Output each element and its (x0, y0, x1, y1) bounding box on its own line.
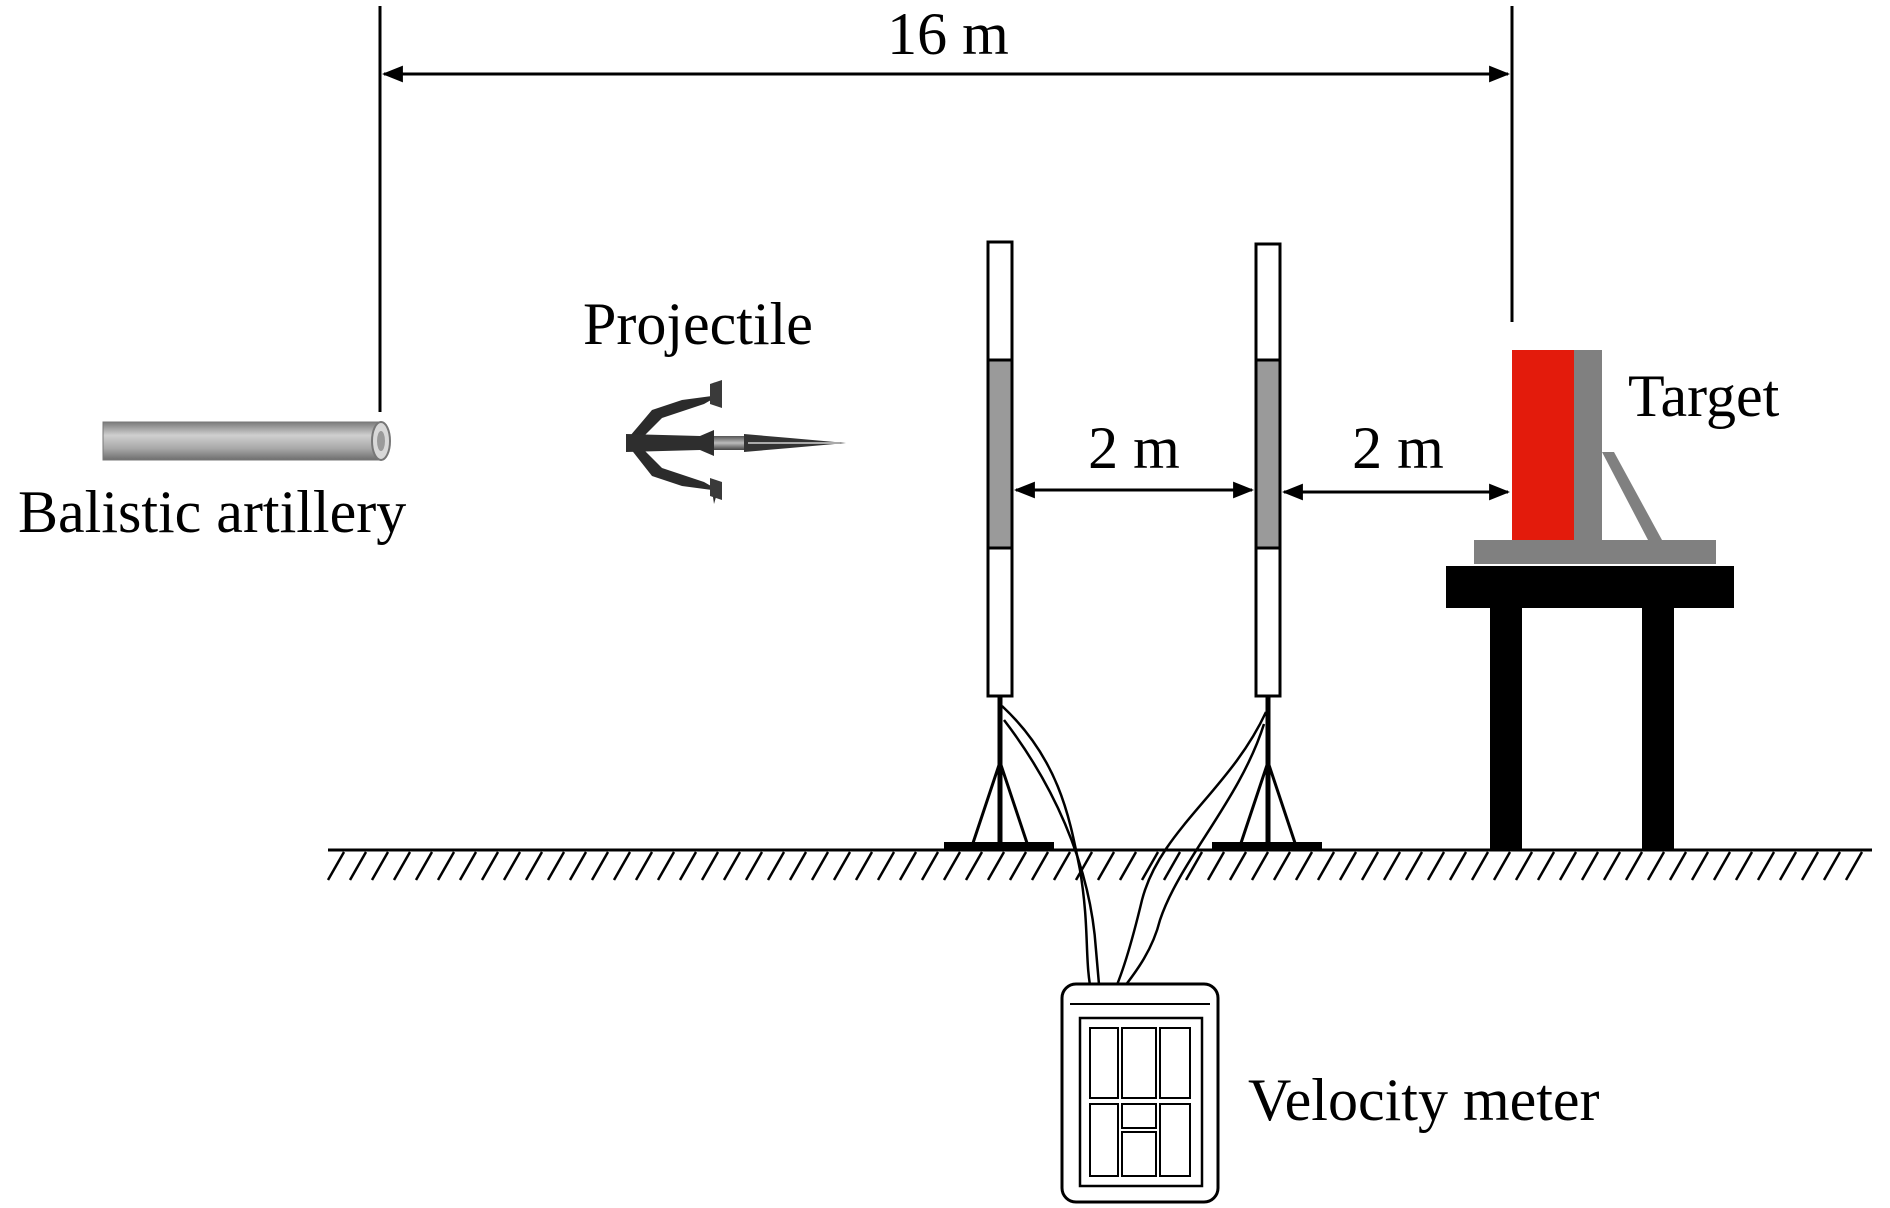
total-distance-label: 16 m (887, 1, 1009, 67)
ground-hatch (678, 851, 698, 881)
ground-hatch (744, 851, 764, 881)
ground-hatch (436, 851, 456, 881)
ground-hatch (568, 851, 588, 881)
gap-2-label: 2 m (1352, 415, 1444, 481)
ground-hatch (1690, 851, 1710, 881)
ground-hatch (1052, 851, 1072, 881)
ground-hatch (876, 851, 896, 881)
target-backing (1574, 350, 1602, 540)
ground-hatch (1668, 851, 1688, 881)
ground-hatch (1822, 851, 1842, 881)
table-leg-right (1642, 608, 1674, 850)
ground-hatch (1778, 851, 1798, 881)
ground-hatch (1712, 851, 1732, 881)
ground-hatch (1096, 851, 1116, 881)
ground-hatch (502, 851, 522, 881)
ground-hatch (348, 851, 368, 881)
ground-hatch (1030, 851, 1050, 881)
ground-hatch (788, 851, 808, 881)
ground-hatch (920, 851, 940, 881)
ground-hatch (1514, 851, 1534, 881)
ground-hatch (1008, 851, 1028, 881)
ground-hatch (1250, 851, 1270, 881)
artillery-label: Balistic artillery (18, 479, 406, 545)
ground-hatch (546, 851, 566, 881)
velocity-meter-device (1060, 982, 1220, 1204)
ground-hatch (590, 851, 610, 881)
target-base (1474, 540, 1716, 564)
ground-hatch (1756, 851, 1776, 881)
ground-hatch (766, 851, 786, 881)
ground-hatch (1734, 851, 1754, 881)
ground-hatch (1228, 851, 1248, 881)
ground-hatch (1558, 851, 1578, 881)
ground-hatch (1844, 851, 1864, 881)
table-leg-left (1490, 608, 1522, 850)
ground-hatch (1426, 851, 1446, 881)
ground-hatch (1580, 851, 1600, 881)
ground-hatch (942, 851, 962, 881)
ground-hatch (1646, 851, 1666, 881)
ground-hatch (964, 851, 984, 881)
ground-hatch (1492, 851, 1512, 881)
ground-hatch (1162, 851, 1182, 881)
ground-hatch (1602, 851, 1622, 881)
ground (326, 848, 1872, 881)
velocity-screen-1 (944, 240, 1054, 850)
screen-1-sensor-band (986, 358, 1014, 550)
gap-2-dimension: 2 m (1281, 415, 1511, 501)
projectile-icon (626, 380, 846, 504)
velocity-meter-label: Velocity meter (1248, 1067, 1600, 1133)
ground-hatch (1536, 851, 1556, 881)
screen-2-sensor-band (1254, 358, 1282, 550)
ground-hatch (634, 851, 654, 881)
table-top (1446, 566, 1734, 608)
ground-hatch (1294, 851, 1314, 881)
ground-hatch (370, 851, 390, 881)
velocity-screen-2 (1212, 242, 1322, 850)
ground-hatch (1800, 851, 1820, 881)
ground-hatch (656, 851, 676, 881)
ground-hatch (1118, 851, 1138, 881)
ground-hatch (700, 851, 720, 881)
target-plate (1512, 350, 1574, 540)
ground-hatch (480, 851, 500, 881)
ground-hatch (1624, 851, 1644, 881)
ground-hatch (524, 851, 544, 881)
ground-hatch (1404, 851, 1424, 881)
ground-hatch (1272, 851, 1292, 881)
ground-hatch (1140, 851, 1160, 881)
ground-hatch (326, 851, 346, 881)
target-assembly (1446, 350, 1734, 850)
ground-hatch (1206, 851, 1226, 881)
ground-hatch (1316, 851, 1336, 881)
ground-hatch (810, 851, 830, 881)
total-distance-dimension: 16 m (378, 1, 1514, 412)
target-label: Target (1628, 363, 1780, 429)
artillery-barrel (102, 421, 391, 461)
ground-hatch (1338, 851, 1358, 881)
ground-hatch (832, 851, 852, 881)
ground-hatch (1360, 851, 1380, 881)
ground-hatch (1184, 851, 1204, 881)
gap-1-dimension: 2 m (1013, 415, 1255, 499)
ground-hatch (1382, 851, 1402, 881)
ground-hatch (1448, 851, 1468, 881)
ground-hatch (986, 851, 1006, 881)
ground-hatch (1074, 851, 1094, 881)
projectile-label: Projectile (583, 291, 813, 357)
ground-hatch (722, 851, 742, 881)
ground-hatch (1470, 851, 1490, 881)
ground-hatch (392, 851, 412, 881)
ground-hatch (854, 851, 874, 881)
ground-hatch (458, 851, 478, 881)
ground-hatch (612, 851, 632, 881)
signal-cables (1001, 705, 1268, 997)
ground-hatch (414, 851, 434, 881)
gap-1-label: 2 m (1088, 415, 1180, 481)
ground-hatch (898, 851, 918, 881)
